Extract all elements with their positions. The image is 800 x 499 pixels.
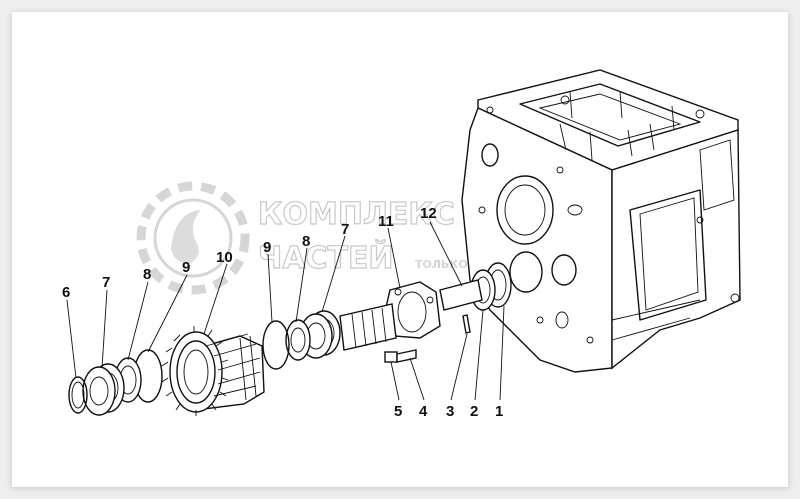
callout-6: 6 <box>62 284 70 301</box>
part-7-bearing-outer <box>82 363 125 416</box>
shaft-assembly <box>68 262 512 416</box>
callout-3: 3 <box>446 403 454 420</box>
splined-shaft <box>339 303 397 351</box>
callout-5: 5 <box>394 403 402 420</box>
part-8-washer-inner <box>285 319 311 361</box>
part-6-ring <box>68 376 88 414</box>
callout-12: 12 <box>420 205 437 222</box>
callout-9: 9 <box>182 259 190 276</box>
callout-8: 8 <box>143 266 151 283</box>
part-10-gear <box>161 326 265 416</box>
watermark-line2: ЧАСТЕЙ <box>258 240 394 276</box>
callout-4: 4 <box>419 403 428 420</box>
callout-8b: 8 <box>302 233 310 250</box>
callout-9b: 9 <box>263 239 271 256</box>
callout-7b: 7 <box>341 221 349 238</box>
leader-lines <box>66 221 505 401</box>
gear-logo-icon <box>136 181 250 295</box>
part-5-bolt <box>384 349 417 363</box>
callout-11: 11 <box>378 213 394 230</box>
part-12-shaft <box>439 279 483 311</box>
diagram-card: КОМПЛЕКС ЗАПАСНЫХ ЧАСТЕЙ ТОЛЬКО ОРИГИНАЛ <box>12 12 788 487</box>
callouts: 6 7 8 9 10 9 8 7 11 12 5 4 3 2 1 <box>62 205 503 420</box>
part-3-pin <box>462 314 471 334</box>
callout-2: 2 <box>470 403 478 420</box>
gearbox-housing <box>461 69 741 373</box>
exploded-view-drawing: КОМПЛЕКС ЗАПАСНЫХ ЧАСТЕЙ ТОЛЬКО ОРИГИНАЛ <box>62 69 741 420</box>
callout-7: 7 <box>102 274 110 291</box>
callout-1: 1 <box>495 403 503 420</box>
part-9-ring-inner <box>262 320 290 370</box>
callout-10: 10 <box>216 249 233 266</box>
